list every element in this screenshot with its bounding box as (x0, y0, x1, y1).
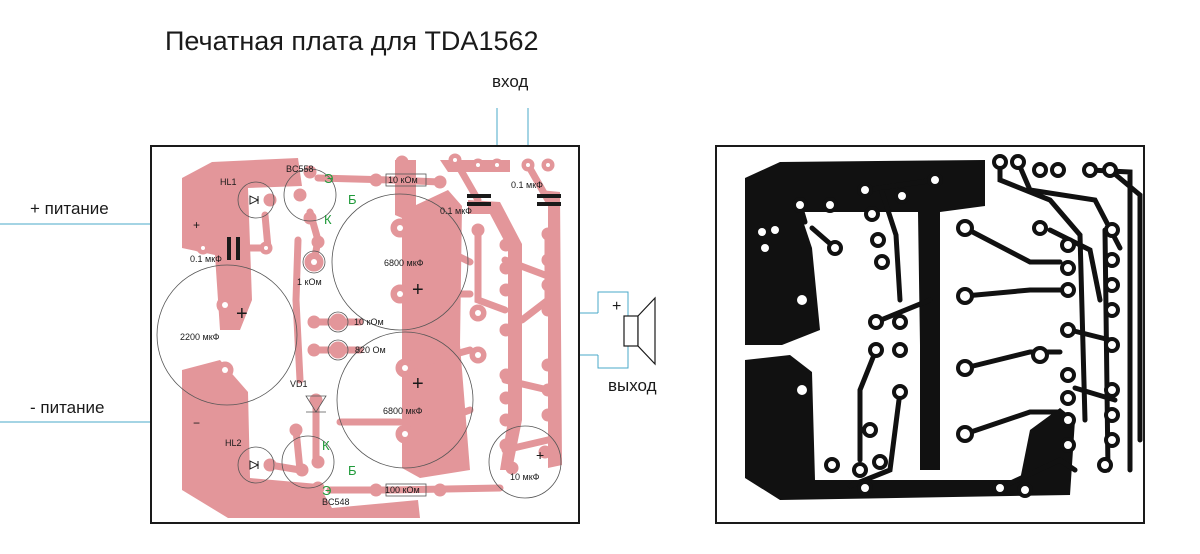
bc548-label: BC548 (322, 497, 350, 507)
pads-mirrored (792, 154, 1120, 498)
c6800-top-plus: + (412, 279, 424, 301)
speaker-plus-label: + (612, 298, 621, 315)
c01-left-label: 0.1 мкФ (190, 254, 222, 264)
r1k-label: 1 кОм (297, 277, 322, 287)
c6800-top-label: 6800 мкФ (384, 258, 424, 268)
hl1-label: HL1 (220, 177, 237, 187)
hl2-label: HL2 (225, 438, 242, 448)
component-outlines (156, 168, 562, 499)
pin-b-bottom: Б (348, 463, 357, 478)
r10k-mid-label: 10 кОм (354, 317, 384, 327)
pin-e-top: Э (324, 171, 333, 186)
r100k-label: 100 кОм (385, 485, 420, 495)
speaker-icon (597, 291, 656, 369)
page-title: Печатная плата для TDA1562 (165, 26, 539, 56)
power-minus-pad-sign: − (193, 416, 200, 430)
led-glyphs (249, 195, 260, 470)
c6800-bottom-label: 6800 мкФ (383, 406, 423, 416)
c10-plus: + (536, 447, 544, 463)
c2200-label: 2200 мкФ (180, 332, 220, 342)
c6800-bottom-plus: + (412, 373, 424, 395)
pcb-top-view: + + + + + − HL1 HL2 VD1 BC558 BC548 0.1 … (150, 145, 580, 524)
capacitor-symbols (227, 194, 561, 260)
pin-k-bottom: К (322, 438, 330, 453)
r820-label: 820 Ом (355, 345, 386, 355)
c01-mid-label: 0.1 мкФ (440, 206, 472, 216)
pour-holes (758, 226, 779, 252)
power-plus-pad-sign: + (193, 218, 200, 232)
pad-holes (201, 158, 550, 437)
c10-label: 10 мкФ (510, 472, 540, 482)
polarity-marks: + + + + + − (193, 218, 544, 463)
pcb-bottom-view (715, 145, 1145, 524)
pin-b-top: Б (348, 192, 357, 207)
c2200-plus: + (236, 303, 248, 325)
power-plus-label: + питание (30, 199, 109, 218)
copper-tracks (194, 156, 552, 494)
bc558-label: BC558 (286, 164, 314, 174)
pin-k-top: К (324, 212, 332, 227)
input-label: вход (492, 72, 529, 91)
output-label: выход (608, 376, 657, 395)
pin-e-bottom: Э (322, 483, 331, 498)
c01-right-label: 0.1 мкФ (511, 180, 543, 190)
power-minus-label: - питание (30, 398, 105, 417)
r10k-top-label: 10 кОм (388, 175, 418, 185)
vd1-label: VD1 (290, 379, 308, 389)
